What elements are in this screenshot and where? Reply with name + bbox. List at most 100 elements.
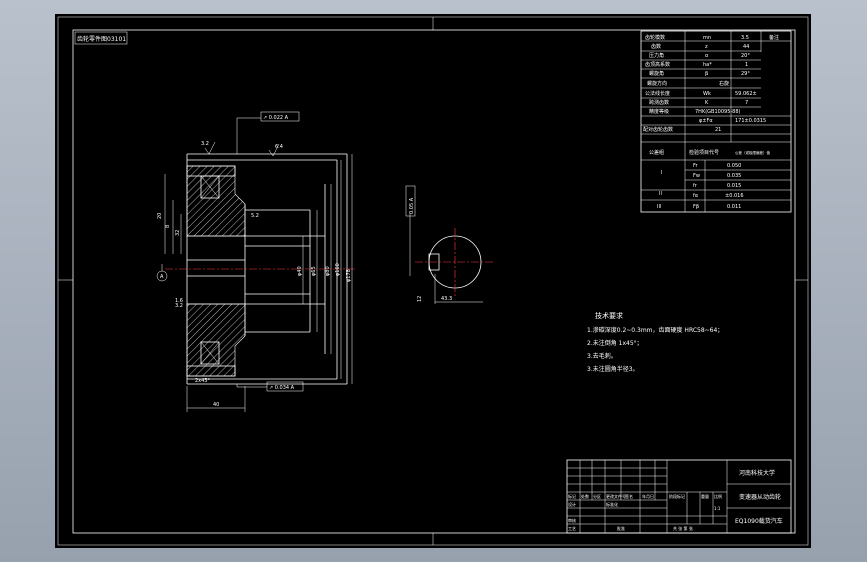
roughness-side: 1.6 xyxy=(175,298,183,304)
tech-req-item-4: 3.未注圆角半径3。 xyxy=(587,365,639,373)
dim-hub: φ65 xyxy=(311,266,317,276)
dim-tip: φ178 xyxy=(346,269,352,282)
roughness-side2: 3.2 xyxy=(175,303,183,309)
param-row-7-val: 7 xyxy=(745,100,748,106)
runout-bottom-frame xyxy=(266,381,304,392)
title-checker-label: 审核 xyxy=(568,517,576,523)
tolerance-group-label: 公差组 xyxy=(649,149,664,156)
datum-label: A xyxy=(160,274,164,280)
param-row-1-val: 44 xyxy=(743,44,749,50)
section-dimensions: 20 8 32 φ40 φ65 φ80 φ160 φ178 40 2x45° 5… xyxy=(156,111,353,412)
tol-row-4-sym: Fβ xyxy=(693,204,699,210)
tol-row-0-val: 0.050 xyxy=(727,163,741,169)
roughness-top-right: 6.4 xyxy=(275,144,283,150)
center-marks xyxy=(58,17,808,545)
param-row-10-name: 配对齿轮齿数 xyxy=(643,126,673,133)
runout-top-frame xyxy=(260,111,300,122)
param-row-2-sym: α xyxy=(705,53,709,59)
param-row-6-sym: Wk xyxy=(703,91,711,97)
param-row-0-note: 备注 xyxy=(769,34,779,41)
param-row-2-name: 压力角 xyxy=(649,52,664,59)
title-process-label: 工艺 xyxy=(568,526,576,531)
inner-frame xyxy=(72,29,796,534)
tech-req-title: 技术要求 xyxy=(595,311,623,320)
dim-left-b: 8 xyxy=(165,225,171,228)
param-row-8-val: 7HK(GB10095-88) xyxy=(695,109,741,115)
title-scale-value: 1:1 xyxy=(714,506,721,511)
dim-web: φ80 xyxy=(325,266,331,276)
keyway-tol-frame xyxy=(405,185,416,217)
keyway-view: 0.05 A 12 43.3 xyxy=(405,185,495,304)
title-approve-label: 批准 xyxy=(617,525,625,531)
runout-top: ↗ 0.022 A xyxy=(263,115,289,121)
keyway-depth: 43.3 xyxy=(441,296,452,302)
parameter-table: 齿轮模数 mn 3.5 备注 齿数 z 44 压力角 α 20° 齿顶高系数 h… xyxy=(640,30,792,213)
chamfer-small: 5.2 xyxy=(251,213,259,219)
param-row-6-name: 公法线长度 xyxy=(645,90,670,97)
title-count-label: 处数 xyxy=(581,493,589,499)
param-row-3-sym: ha* xyxy=(703,62,712,68)
title-standard-label: 标准化 xyxy=(606,501,618,507)
tol-row-0-group: I xyxy=(661,170,662,176)
param-row-0-name: 齿轮模数 xyxy=(645,34,665,41)
param-row-9-val: 171±0.0315 xyxy=(735,118,766,124)
tol-row-1-val: 0.035 xyxy=(727,173,741,179)
param-row-0-val: 3.5 xyxy=(741,35,749,41)
title-block: 河南科技大学 变速器从动齿轮 EQ1090载货汽车 标记 处数 分区 更改文件号… xyxy=(566,459,792,534)
param-row-7-sym: K xyxy=(705,100,709,106)
dim-left-a: 20 xyxy=(157,213,163,219)
tech-req-item-2: 2.未注倒角 1x45°； xyxy=(587,339,643,347)
param-row-3-val: 1 xyxy=(745,62,748,68)
param-row-5-name: 螺旋方向 xyxy=(647,80,667,87)
tol-row-2-sym: fr xyxy=(693,183,698,189)
title-scale-label: 比例 xyxy=(714,493,722,499)
keyway-side: 12 xyxy=(417,296,423,302)
title-change-label: 更改文件号 xyxy=(606,493,626,499)
param-row-7-name: 跨测齿数 xyxy=(649,99,669,106)
param-row-4-sym: β xyxy=(705,71,708,77)
tech-req-item-3: 3.去毛刺。 xyxy=(587,352,617,360)
param-row-8-name: 精度等级 xyxy=(649,108,669,115)
tech-req-item-1: 1.渗碳深度0.2~0.3mm，齿面硬度 HRC58~64； xyxy=(587,326,723,334)
tol-row-3-val: ±0.016 xyxy=(725,193,744,199)
tol-row-4-group: III xyxy=(657,204,661,210)
title-product: EQ1090载货汽车 xyxy=(735,517,783,525)
dim-width: 40 xyxy=(213,402,219,408)
title-zone-label: 分区 xyxy=(593,493,601,499)
roughness-top-left: 3.2 xyxy=(201,141,209,147)
param-row-4-val: 29° xyxy=(741,71,750,77)
drawing-sheet: 齿轮零件图03101 xyxy=(55,14,811,548)
tol-row-0-sym: Fr xyxy=(693,163,699,169)
keyway-tol: 0.05 A xyxy=(409,197,415,214)
title-sign-label: 签名 xyxy=(625,493,633,499)
title-weight-label: 重量 xyxy=(701,493,709,499)
title-part-name: 变速器从动齿轮 xyxy=(739,493,781,501)
dim-left-c: 32 xyxy=(175,230,181,236)
tol-row-1-sym: Fw xyxy=(693,173,700,179)
param-row-6-val: 59.062± xyxy=(735,91,757,97)
drawing-number-label: 齿轮零件图03101 xyxy=(77,35,126,43)
check-item-label: 检验项目代号 xyxy=(689,149,719,156)
param-row-3-name: 齿顶高系数 xyxy=(645,61,670,68)
gear-section-view xyxy=(165,153,355,385)
runout-bottom: ↗ 0.034 A xyxy=(269,385,295,391)
dim-bore: φ40 xyxy=(297,266,303,276)
title-designer-label: 设计 xyxy=(568,501,576,507)
param-row-5-val: 右旋 xyxy=(719,80,729,87)
param-row-10-val: 21 xyxy=(715,127,721,133)
param-row-2-val: 20° xyxy=(741,53,750,59)
param-row-9-sym: φ±Fα xyxy=(699,118,713,124)
title-stage-label: 阶段标记 xyxy=(669,493,685,499)
title-date-label: 年月日 xyxy=(642,493,654,499)
title-sheet-label: 共 张 第 张 xyxy=(673,525,693,531)
param-row-1-sym: z xyxy=(705,44,708,50)
gear-drawing: 齿轮零件图03101 xyxy=(57,16,809,546)
param-row-4-name: 螺旋角 xyxy=(649,70,664,77)
technical-requirements: 技术要求 1.渗碳深度0.2~0.3mm，齿面硬度 HRC58~64； 2.未注… xyxy=(587,311,723,373)
param-row-0-sym: mn xyxy=(703,35,711,41)
drawing-number-box xyxy=(74,31,128,45)
tol-row-2-group: II xyxy=(659,191,662,197)
tol-row-2-val: 0.015 xyxy=(727,183,741,189)
title-school: 河南科技大学 xyxy=(739,469,775,477)
dim-chamfer: 2x45° xyxy=(195,378,211,384)
